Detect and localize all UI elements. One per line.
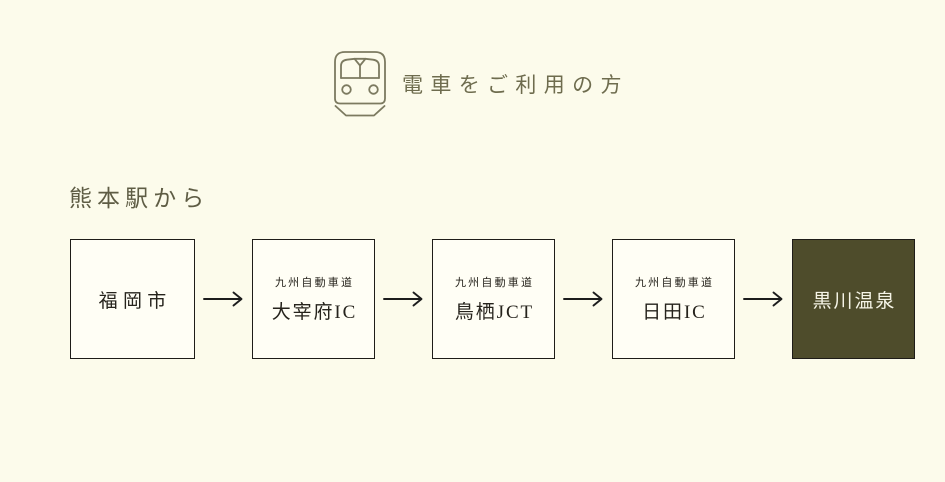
right-arrow-icon [203, 291, 243, 307]
train-header: 電車をご利用の方 [333, 50, 629, 118]
right-arrow-icon [383, 291, 423, 307]
route-step-dazaifu-ic: 九州自動車道 大宰府IC [252, 239, 375, 359]
train-front-icon [334, 51, 386, 117]
route-step-fukuoka: 福岡市 [70, 239, 195, 359]
route-diagram: 福岡市 九州自動車道 大宰府IC 九州自動車道 鳥栖JCT 九州自動車道 日田I… [70, 239, 915, 359]
route-step-label: 鳥栖JCT [454, 302, 535, 323]
right-arrow-icon [563, 291, 603, 307]
route-step-label: 福岡市 [98, 290, 172, 312]
route-step-label: 大宰府IC [271, 302, 358, 323]
right-arrow-icon [743, 291, 783, 307]
section-label: 熊本駅から [69, 186, 210, 211]
route-step-label: 日田IC [642, 302, 707, 323]
route-step-label: 黒川温泉 [812, 290, 897, 312]
route-step-road: 九州自動車道 [274, 277, 355, 289]
route-step-road: 九州自動車道 [454, 277, 535, 289]
route-step-kurokawa-onsen: 黒川温泉 [792, 239, 915, 359]
route-step-hita-ic: 九州自動車道 日田IC [612, 239, 735, 359]
route-step-road: 九州自動車道 [634, 277, 715, 289]
route-step-tosu-jct: 九州自動車道 鳥栖JCT [432, 239, 555, 359]
train-header-title: 電車をご利用の方 [402, 73, 629, 97]
